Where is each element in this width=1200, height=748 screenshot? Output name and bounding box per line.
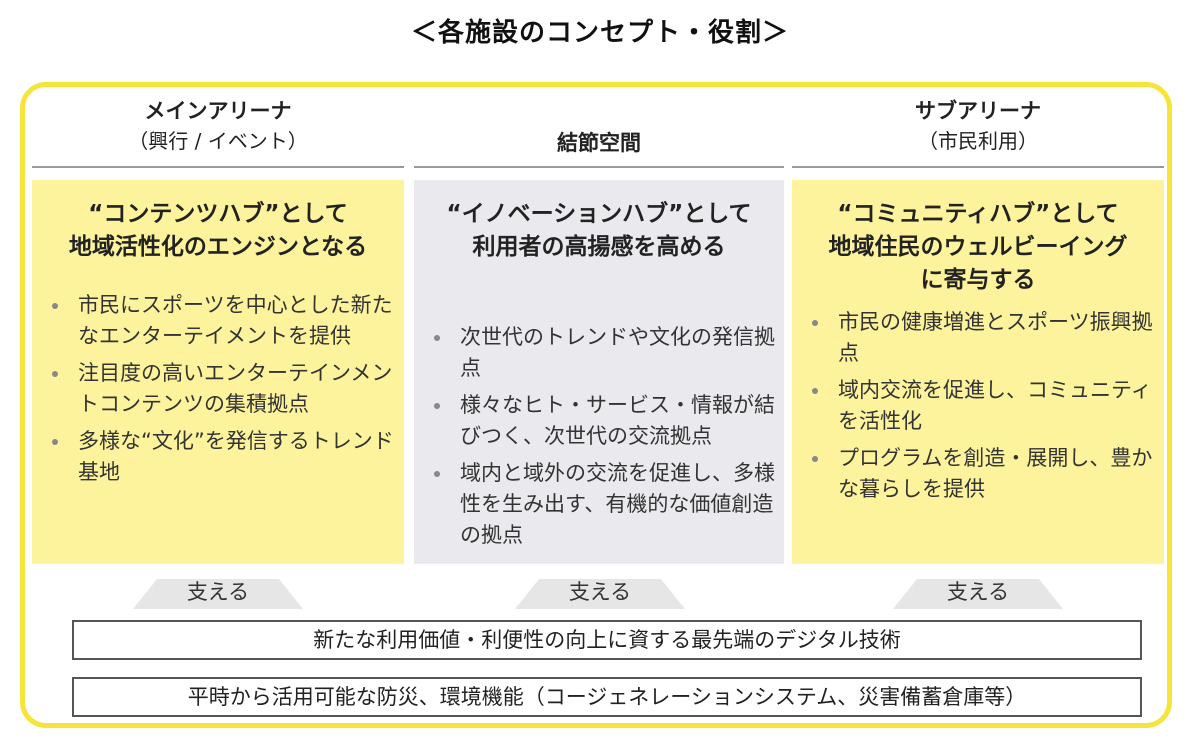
panel-title: “コミュニティハブ”として 地域住民のウェルビーイング に寄与する: [792, 198, 1164, 297]
bullet-list: 市民にスポーツを中心とした新たなエンターテイメントを提供 注目度の高いエンターテ…: [32, 290, 404, 488]
heading-divider: [32, 166, 404, 168]
support-arrow: 支える: [515, 573, 685, 609]
subheading-main-arena: （興行 / イベント）: [128, 129, 308, 153]
support-label: 支える: [186, 580, 250, 604]
panel-title-line: 地域住民のウェルビーイング: [828, 234, 1128, 260]
list-item: 市民の健康増進とスポーツ振興拠点: [792, 307, 1164, 369]
panel-main-arena: “コンテンツハブ”として 地域活性化のエンジンとなる 市民にスポーツを中心とした…: [32, 180, 404, 564]
panel-sub-arena: “コミュニティハブ”として 地域住民のウェルビーイング に寄与する 市民の健康増…: [792, 180, 1164, 564]
heading-main-arena: メインアリーナ: [144, 99, 292, 123]
column-heading-node-space: 結節空間: [414, 128, 784, 158]
support-arrow: 支える: [893, 573, 1063, 609]
up-arrow-icon: [515, 579, 685, 609]
panel-title-line: に寄与する: [920, 267, 1036, 293]
list-item: 次世代のトレンドや文化の発信拠点: [414, 322, 784, 384]
panel-title-line: 地域活性化のエンジンとなる: [68, 234, 368, 260]
panel-title: “コンテンツハブ”として 地域活性化のエンジンとなる: [32, 198, 404, 264]
panel-node-space: “イノベーションハブ”として 利用者の高揚感を高める 次世代のトレンドや文化の発…: [414, 180, 784, 564]
subheading-sub-arena: （市民利用）: [918, 129, 1038, 153]
bullet-list: 次世代のトレンドや文化の発信拠点 様々なヒト・サービス・情報が結びつく、次世代の…: [414, 322, 784, 551]
foundation-digital-tech: 新たな利用価値・利便性の向上に資する最先端のデジタル技術: [72, 620, 1142, 660]
panel-title-line: “コンテンツハブ”として: [88, 201, 348, 227]
bullet-list: 市民の健康増進とスポーツ振興拠点 域内交流を促進し、コミュニティを活性化 プログ…: [792, 307, 1164, 505]
foundation-disaster-environment: 平時から活用可能な防災、環境機能（コージェネレーションシステム、災害備蓄倉庫等）: [72, 677, 1142, 717]
up-arrow-icon: [893, 579, 1063, 609]
panel-title-line: “イノベーションハブ”として: [446, 201, 752, 227]
list-item: 域内と域外の交流を促進し、多様性を生み出す、有機的な価値創造の拠点: [414, 458, 784, 551]
list-item: 多様な“文化”を発信するトレンド基地: [32, 426, 404, 488]
column-heading-main-arena: メインアリーナ （興行 / イベント）: [32, 96, 404, 156]
column-heading-sub-arena: サブアリーナ （市民利用）: [792, 96, 1164, 156]
list-item: プログラムを創造・展開し、豊かな暮らしを提供: [792, 443, 1164, 505]
panel-title-line: 利用者の高揚感を高める: [472, 234, 726, 260]
support-arrow: 支える: [133, 573, 303, 609]
up-arrow-icon: [133, 579, 303, 609]
list-item: 域内交流を促進し、コミュニティを活性化: [792, 375, 1164, 437]
list-item: 様々なヒト・サービス・情報が結びつく、次世代の交流拠点: [414, 390, 784, 452]
page-title: ＜各施設のコンセプト・役割＞: [410, 18, 789, 48]
list-item: 市民にスポーツを中心とした新たなエンターテイメントを提供: [32, 290, 404, 352]
concept-frame: [20, 82, 1172, 728]
heading-divider: [414, 166, 784, 168]
panel-title: “イノベーションハブ”として 利用者の高揚感を高める: [414, 198, 784, 264]
heading-divider: [792, 166, 1164, 168]
support-label: 支える: [568, 580, 632, 604]
heading-node-space: 結節空間: [557, 131, 641, 155]
heading-sub-arena: サブアリーナ: [915, 99, 1041, 123]
list-item: 注目度の高いエンターテインメントコンテンツの集積拠点: [32, 358, 404, 420]
panel-title-line: “コミュニティハブ”として: [837, 201, 1119, 227]
support-label: 支える: [946, 580, 1010, 604]
